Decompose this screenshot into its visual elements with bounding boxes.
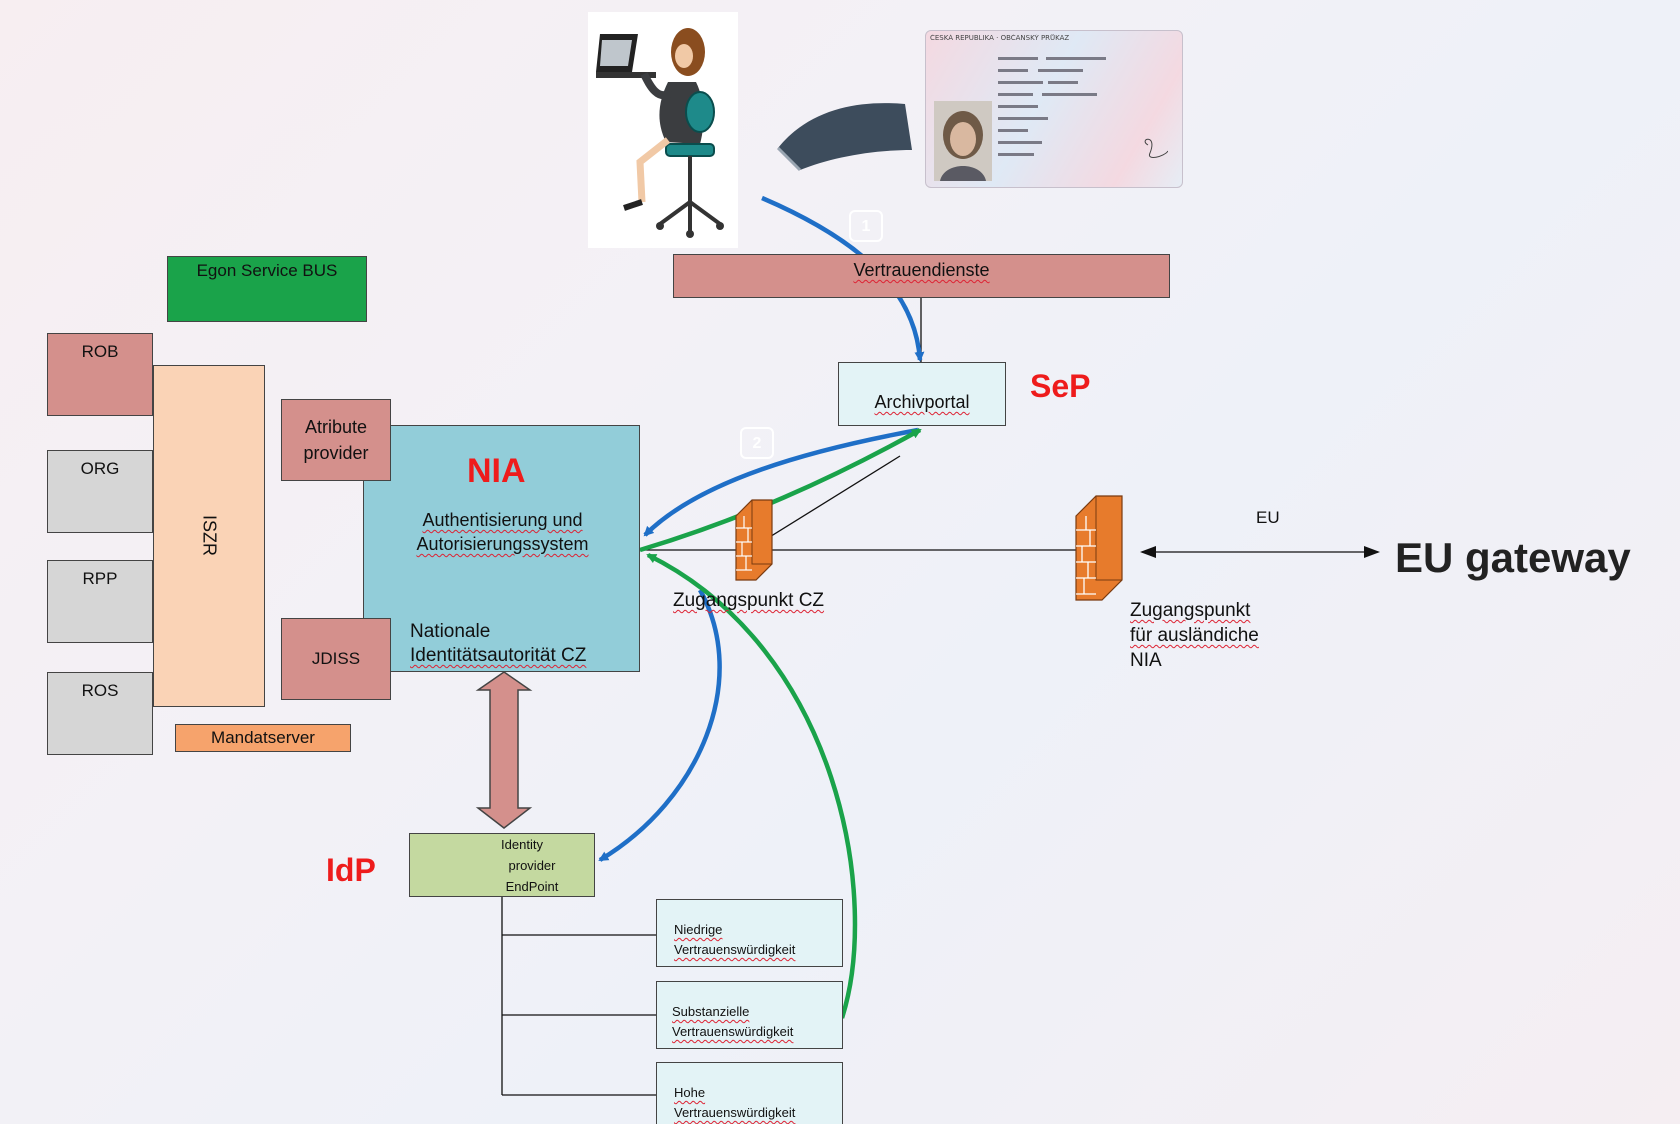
user-laptop-illustration — [588, 12, 738, 248]
level-niedrige-line1: Niedrige — [674, 922, 723, 937]
level-substanzielle-box: Substanzielle Vertrauenswürdigkeit — [656, 981, 843, 1049]
card-reader-icon — [776, 103, 912, 172]
atribute-provider-box: Atribute provider — [281, 399, 391, 481]
nia-title: NIA — [467, 452, 526, 490]
level-niedrige-line2: Vertrauenswürdigkeit — [674, 942, 796, 957]
id-card-image: ČESKÁ REPUBLIKA · OBČANSKÝ PRŮKAZ — [925, 30, 1183, 188]
blue-arrow-nia-to-idp — [598, 588, 722, 862]
level-niedrige-box: Niedrige Vertrauenswürdigkeit — [656, 899, 843, 967]
id-card-header: ČESKÁ REPUBLIKA · OBČANSKÝ PRŮKAZ — [930, 34, 1070, 42]
rob-label: ROB — [81, 342, 119, 361]
id-photo-face-icon — [940, 111, 986, 181]
zugangspunkt-cz-text: Zugangspunkt CZ — [673, 590, 825, 611]
archivportal-label: Archivportal — [874, 392, 970, 412]
step1-badge — [849, 210, 883, 242]
blue-arrow-archiv-to-nia — [643, 427, 919, 537]
idp-label: IdP — [326, 852, 376, 888]
idp-line1: Identity — [501, 837, 543, 852]
ros-box: ROS — [47, 672, 153, 755]
firewall-foreign-icon — [1075, 495, 1123, 601]
id-card-text-lines — [998, 53, 1168, 173]
step2-label: 2 — [752, 435, 762, 452]
id-card-photo — [934, 101, 992, 181]
vertrauensdienste-label: Vertrauendienste — [853, 260, 990, 280]
user-icon — [596, 28, 724, 238]
foreign-line3: NIA — [1130, 650, 1162, 671]
level-substanzielle-line2: Vertrauenswürdigkeit — [672, 1024, 794, 1039]
nia-box: NIA Authentisierung und Autorisierungssy… — [363, 425, 640, 672]
eu-gateway-label: EU gateway — [1395, 534, 1631, 581]
nia-nat-line1: Nationale — [410, 621, 491, 642]
rob-box: ROB — [47, 333, 153, 416]
egon-service-bus-box: Egon Service BUS — [167, 256, 367, 322]
foreign-line2: für ausländiche — [1130, 625, 1259, 646]
level-hohe-line1: Hohe — [674, 1085, 706, 1100]
id-lines-graphic — [998, 57, 1168, 158]
vertrauensdienste-box: Vertrauendienste — [673, 254, 1170, 298]
iszr-label: ISZR — [199, 515, 220, 557]
ros-label: ROS — [81, 681, 119, 700]
firewall-cz-icon — [735, 499, 773, 581]
mandatserver-box: Mandatserver — [175, 724, 351, 752]
thin-lines — [501, 296, 1380, 1096]
level-hohe-line2: Vertrauenswürdigkeit — [674, 1105, 796, 1120]
atribute-line2: provider — [303, 443, 369, 463]
jdiss-box: JDISS — [281, 618, 391, 700]
eu-label: EU — [1256, 508, 1280, 527]
nia-nat-line2: Identitätsautorität CZ — [410, 645, 587, 666]
org-box: ORG — [47, 450, 153, 533]
step2-badge — [740, 427, 774, 459]
zugangspunkt-cz-label: Zugangspunkt CZ — [673, 590, 824, 612]
atribute-line1: Atribute — [304, 417, 368, 437]
step1-label: 1 — [861, 218, 871, 235]
idp-line3: EndPoint — [505, 879, 559, 894]
nia-nat-text: Nationale Identitätsautorität CZ — [410, 620, 586, 668]
level-hohe-box: Hohe Vertrauenswürdigkeit — [656, 1062, 843, 1124]
nia-auth-text: Authentisierung und Autorisierungssystem — [364, 508, 641, 556]
zugangspunkt-foreign-label: Zugangspunkt für ausländiche NIA — [1130, 598, 1259, 673]
nia-auth-line2: Autorisierungssystem — [416, 534, 589, 554]
mandatserver-label: Mandatserver — [211, 728, 315, 747]
nia-auth-line1: Authentisierung und — [422, 510, 583, 530]
nia-idp-double-arrow — [475, 671, 533, 829]
green-arrow-idp-to-nia — [646, 552, 858, 1019]
idp-line2: provider — [508, 858, 556, 873]
level-substanzielle-line1: Substanzielle — [672, 1004, 750, 1019]
iszr-box: ISZR — [153, 365, 265, 707]
green-arrow-nia-to-archiv — [639, 428, 922, 553]
egon-label: Egon Service BUS — [196, 261, 338, 280]
cz-to-archiv-line — [751, 455, 901, 549]
rpp-box: RPP — [47, 560, 153, 643]
idp-endpoint-box: Identity provider EndPoint — [409, 833, 595, 897]
foreign-line1: Zugangspunkt — [1130, 600, 1251, 621]
sep-label: SeP — [1030, 368, 1091, 404]
rpp-label: RPP — [82, 569, 118, 588]
archivportal-box: Archivportal — [838, 362, 1006, 426]
jdiss-label: JDISS — [311, 649, 361, 668]
org-label: ORG — [80, 459, 120, 478]
